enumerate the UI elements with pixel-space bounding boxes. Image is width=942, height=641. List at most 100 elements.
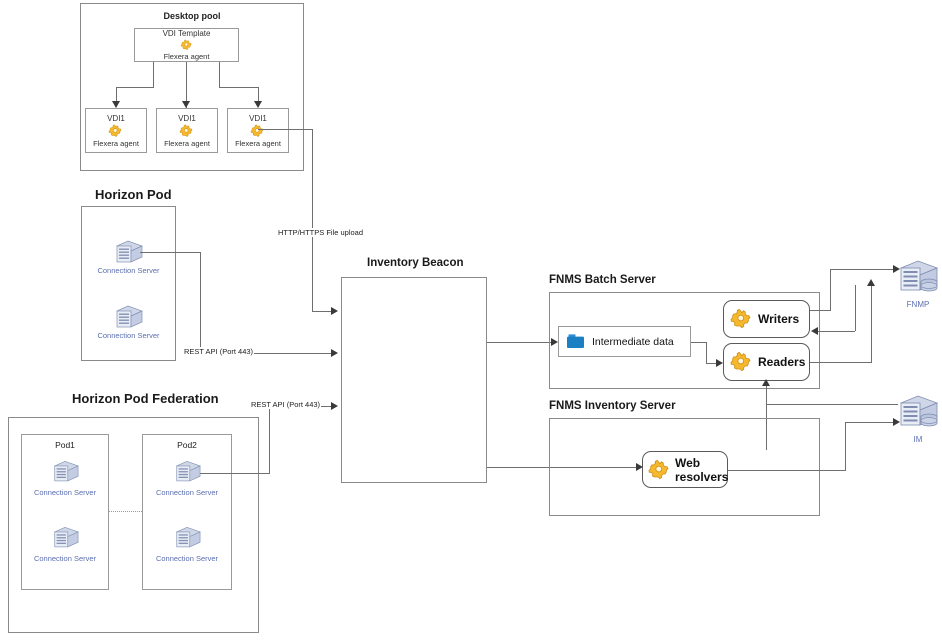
inventory-beacon-label: Inventory Beacon xyxy=(367,257,464,269)
pod1-server-1-label: Connection Server xyxy=(33,488,97,497)
horizonpod-rest-v xyxy=(200,252,201,353)
connection-label-rest-1: REST API (Port 443) xyxy=(183,347,255,356)
arrow-template-to-vdi1 xyxy=(112,101,120,108)
horizon-pod-label: Horizon Pod xyxy=(95,187,172,202)
template-branch-left-h xyxy=(116,87,154,88)
arrow-federation-to-beacon xyxy=(331,402,338,410)
federation-rest-h1 xyxy=(200,473,270,474)
vdi-template-title: VDI Template xyxy=(162,29,211,38)
beacon-to-inventory-h xyxy=(487,467,638,468)
vdi-template-agent: Flexera agent xyxy=(163,52,210,61)
vdi3-upload-v xyxy=(312,129,313,311)
pod-interconnect-dotted-line xyxy=(109,511,142,512)
gear-icon xyxy=(180,39,194,51)
horizonpod-rest-h2 xyxy=(200,353,334,354)
webresolvers-to-im-h2 xyxy=(845,422,895,423)
intermediate-to-readers-v xyxy=(706,342,707,363)
im-to-readers-h xyxy=(766,404,898,405)
database-fnmp-label: FNMP xyxy=(906,300,930,309)
horizon-pod-server-1-label: Connection Server xyxy=(97,266,160,275)
arrow-fnmp-to-writers xyxy=(811,327,818,335)
pod1-label: Pod1 xyxy=(55,440,75,450)
readers-label: Readers xyxy=(758,355,806,369)
gear-icon xyxy=(179,124,195,138)
arrow-upload-to-beacon xyxy=(331,307,338,315)
horizon-pod-server-2-label: Connection Server xyxy=(97,331,160,340)
arrow-beacon-to-intermediate xyxy=(551,338,558,346)
beacon-to-intermediate-h xyxy=(487,342,553,343)
desktop-pool-label: Desktop pool xyxy=(163,11,221,21)
vdi-node-3: VDI1 Flexera agent xyxy=(227,108,289,153)
intermediate-data-box: Intermediate data xyxy=(558,326,691,357)
arrow-beacon-to-webresolvers xyxy=(636,463,643,471)
vdi-node-1-agent: Flexera agent xyxy=(93,138,139,148)
arrow-writers-to-fnmp xyxy=(893,265,900,273)
template-branch-right-h xyxy=(219,87,258,88)
server-icon xyxy=(113,240,143,266)
horizonpod-rest-h1 xyxy=(140,252,201,253)
vdi3-upload-h2 xyxy=(312,311,334,312)
template-branch-stem-mid xyxy=(186,62,187,108)
pod1-container xyxy=(21,434,109,590)
webresolvers-to-im-h1 xyxy=(728,470,846,471)
horizon-pod-container xyxy=(81,206,176,361)
arrow-intermediate-to-readers xyxy=(716,359,723,367)
horizon-pod-federation-container xyxy=(8,417,259,633)
intermediate-data-label: Intermediate data xyxy=(592,335,674,348)
fnms-inventory-server-label: FNMS Inventory Server xyxy=(549,400,676,412)
arrow-webresolvers-to-im xyxy=(893,418,900,426)
arrow-horizonpod-to-beacon xyxy=(331,349,338,357)
database-server-icon xyxy=(897,393,939,435)
webresolvers-to-im-v xyxy=(845,422,846,471)
database-server-icon xyxy=(897,258,939,300)
server-icon xyxy=(113,305,143,331)
template-branch-right-v xyxy=(258,87,259,107)
pod2-server-1-label: Connection Server xyxy=(155,488,219,497)
gear-icon xyxy=(108,124,124,138)
server-icon xyxy=(51,460,79,485)
pod2-server-2-label: Connection Server xyxy=(155,554,219,563)
vdi-node-2: VDI1 Flexera agent xyxy=(156,108,218,153)
vdi-node-1: VDI1 Flexera agent xyxy=(85,108,147,153)
gear-icon xyxy=(250,124,266,138)
vdi3-upload-h xyxy=(258,129,313,130)
writers-label: Writers xyxy=(758,312,800,326)
vdi-node-3-title: VDI1 xyxy=(249,113,267,123)
template-branch-left-v xyxy=(116,87,117,107)
writers-box: Writers xyxy=(723,300,810,338)
im-to-readers-v2 xyxy=(766,386,767,404)
desktop-pool-container xyxy=(80,3,304,171)
intermediate-to-readers-h2 xyxy=(706,363,718,364)
gear-icon xyxy=(648,459,672,481)
server-icon xyxy=(51,526,79,551)
pod1-server-2-label: Connection Server xyxy=(33,554,97,563)
connection-label-rest-2: REST API (Port 443) xyxy=(250,400,322,409)
connection-label-http: HTTP/HTTPS File upload xyxy=(277,228,365,237)
arrow-readers-to-fnmp xyxy=(867,279,875,286)
fnmp-to-writers-v xyxy=(855,285,856,331)
intermediate-to-readers-h1 xyxy=(691,342,707,343)
web-resolvers-label-line1: Web xyxy=(675,455,701,470)
fnmp-to-writers-h xyxy=(817,331,855,332)
gear-icon xyxy=(730,308,754,330)
server-icon xyxy=(173,460,201,485)
template-branch-stem-right xyxy=(219,62,220,87)
writers-to-fnmp-h1 xyxy=(810,310,831,311)
fnms-batch-server-container xyxy=(549,292,820,389)
arrow-template-to-vdi2 xyxy=(182,101,190,108)
vdi-template-node: VDI Template Flexera agent xyxy=(134,28,239,62)
arrow-template-to-vdi3 xyxy=(254,101,262,108)
pod2-container xyxy=(142,434,232,590)
federation-rest-v xyxy=(269,406,270,474)
fnms-batch-server-label: FNMS Batch Server xyxy=(549,274,656,286)
template-branch-stem xyxy=(153,62,154,87)
database-im-label: IM xyxy=(913,435,923,444)
writers-to-fnmp-v xyxy=(830,269,831,311)
vdi-node-3-agent: Flexera agent xyxy=(235,138,281,148)
web-resolvers-label-line2: resolvers xyxy=(675,469,729,484)
folder-icon xyxy=(566,333,586,350)
vdi-node-2-title: VDI1 xyxy=(178,113,196,123)
vdi-node-2-agent: Flexera agent xyxy=(164,138,210,148)
horizon-pod-federation-label: Horizon Pod Federation xyxy=(72,391,219,406)
writers-to-fnmp-h2 xyxy=(830,269,895,270)
